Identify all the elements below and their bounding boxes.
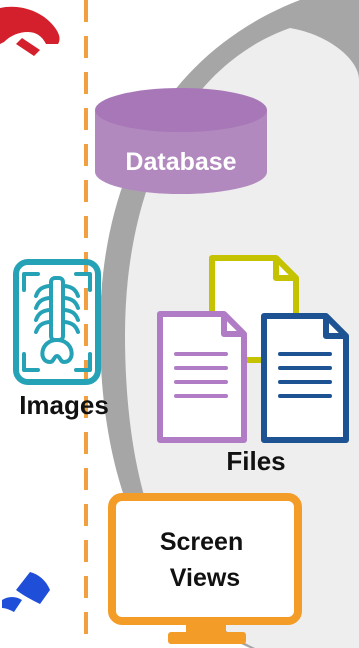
screen-views-label-line1: Screen	[160, 528, 243, 556]
red-logo-fragment	[0, 6, 60, 56]
screen-views-label: Screen Views	[160, 528, 250, 592]
database-icon: Database	[95, 88, 267, 194]
screen-views-label-line2: Views	[170, 564, 240, 592]
images-label: Images	[19, 390, 109, 420]
document-icon-purple	[157, 311, 247, 443]
files-icon-group	[157, 255, 349, 443]
x-ray-image-icon	[13, 259, 101, 385]
monitor-icon	[108, 493, 302, 644]
database-label: Database	[125, 148, 236, 176]
document-icon-blue	[261, 313, 349, 443]
blue-logo-fragment	[2, 572, 50, 612]
files-label: Files	[226, 446, 285, 476]
